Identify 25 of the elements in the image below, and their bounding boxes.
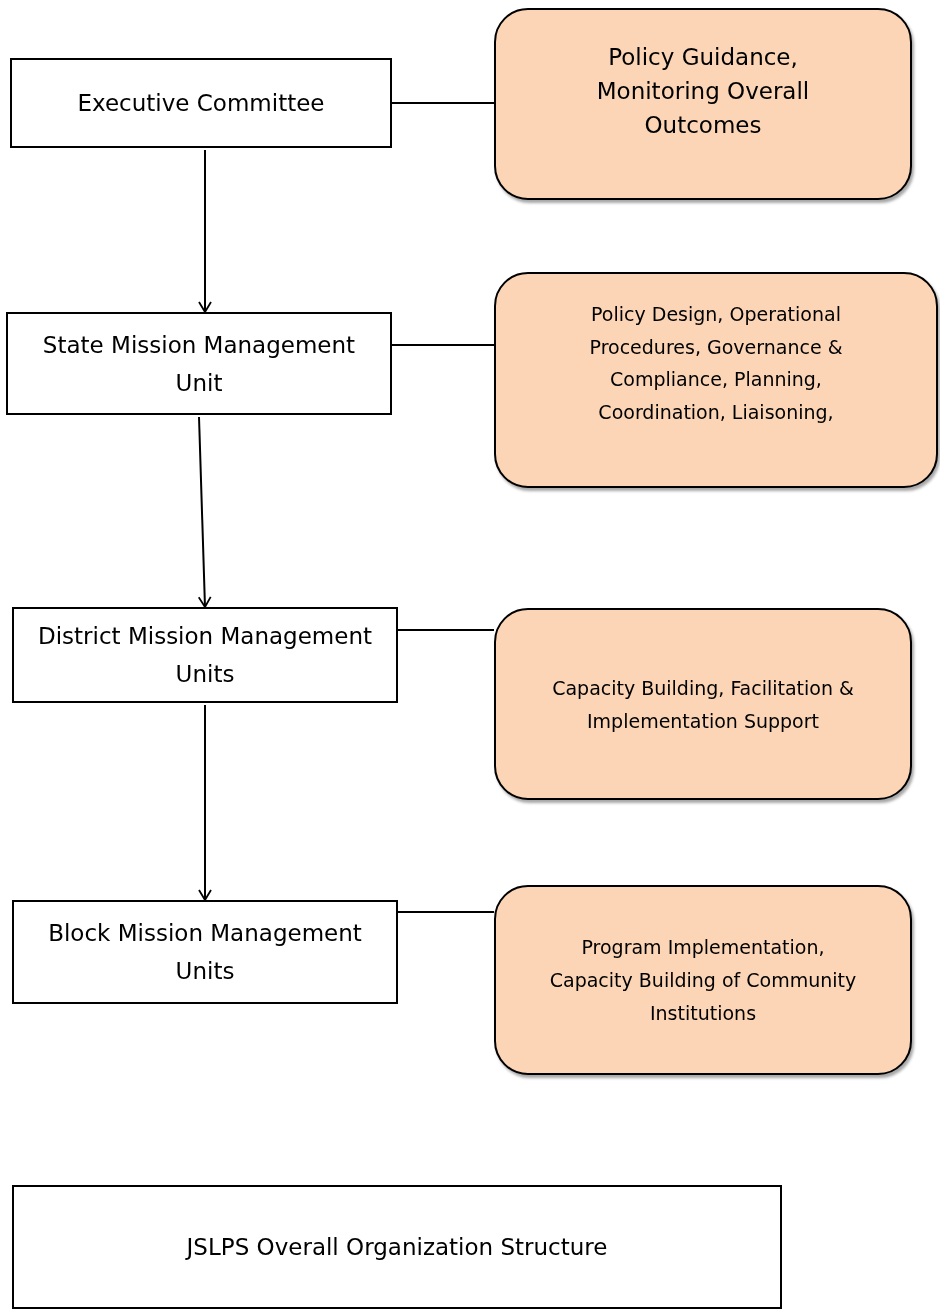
caption-box [12, 1185, 782, 1309]
arrow [197, 416, 212, 608]
box-label: Policy Guidance, Monitoring Overall Outcomes [595, 43, 811, 140]
unit-box [10, 58, 392, 148]
box-label: Program Implementation, Capacity Building of Community Institutions [548, 935, 858, 1026]
connector-line [397, 629, 495, 631]
unit-box [12, 900, 398, 1004]
unit-box [12, 607, 398, 703]
responsibility-box [494, 885, 912, 1075]
box-label: JSLPS Overall Organization Structure [186, 1234, 608, 1260]
unit-box [6, 312, 392, 415]
arrow [198, 704, 212, 901]
connector-line [391, 344, 495, 346]
box-label: District Mission Management Units [37, 622, 373, 689]
responsibility-box [494, 272, 938, 488]
box-label: Block Mission Management Units [47, 919, 363, 986]
box-label: State Mission Management Unit [41, 330, 357, 398]
arrow [198, 149, 212, 313]
box-label: Capacity Building, Facilitation & Implementation Support [551, 676, 855, 734]
responsibility-box [494, 8, 912, 200]
box-label: Policy Design, Operational Procedures, Governance & Compliance, Planning, Coordination, Liaisoning, [588, 302, 844, 425]
connector-line [391, 102, 495, 104]
box-label: Executive Committee [77, 89, 325, 118]
responsibility-box [494, 608, 912, 800]
connector-line [397, 911, 495, 913]
